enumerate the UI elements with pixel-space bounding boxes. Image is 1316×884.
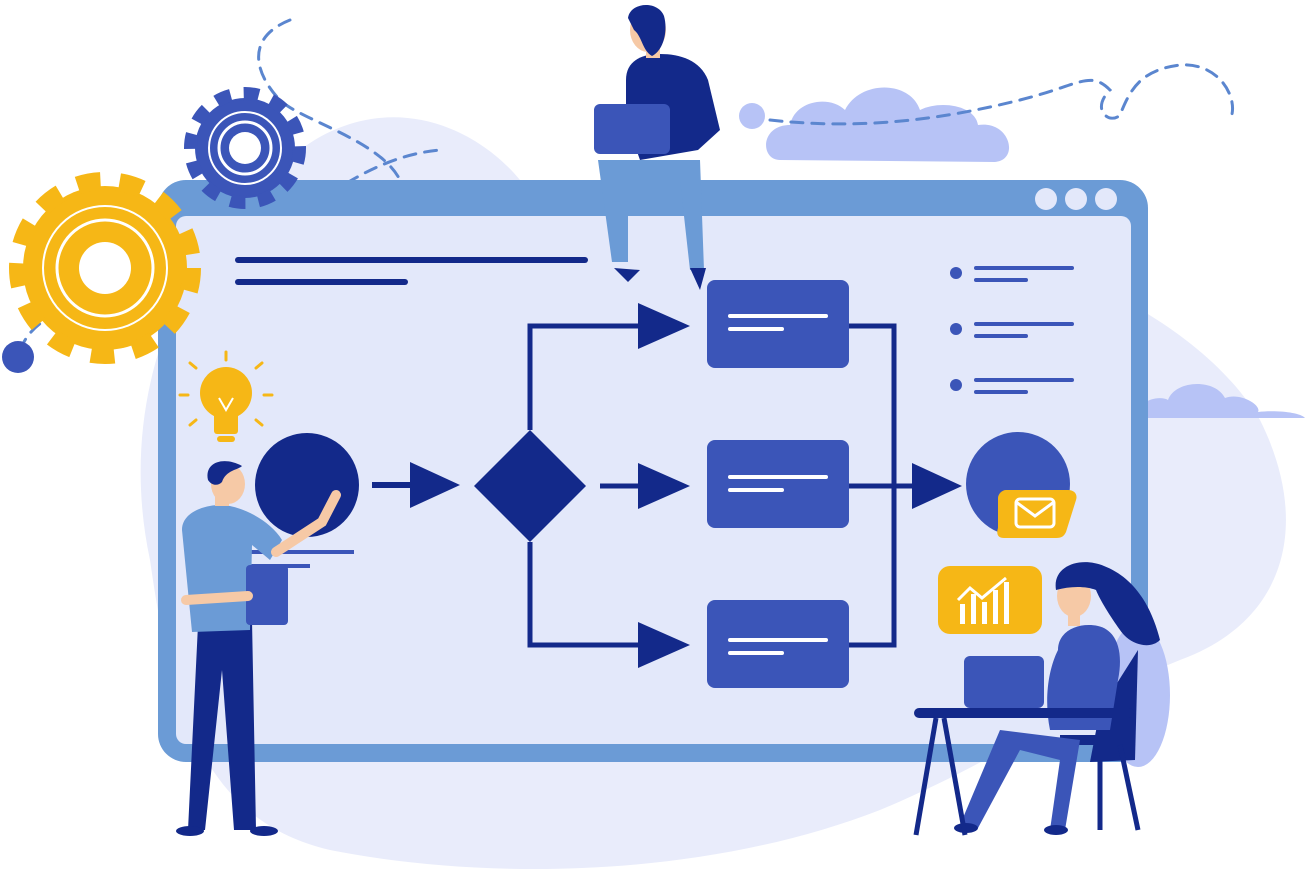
flowchart [238,280,1070,688]
connector-dot [2,341,34,373]
bullet-list [950,266,1074,394]
process-node-box [707,280,849,368]
flow-arrow [638,622,690,668]
flow-arrow [638,303,690,349]
start-node-circle [255,433,359,537]
branch-lines [527,323,640,648]
cloud-icon [739,87,1010,162]
woman-at-desk [913,562,1170,836]
cloud-icon [1139,383,1305,418]
merge-lines [849,323,920,648]
gear-icon [184,87,306,209]
flow-arrow [638,463,690,509]
header-text-lines [235,257,588,285]
flow-arrow [912,463,962,509]
lightbulb-icon [178,350,274,442]
man-presenting [176,461,341,836]
decision-node-diamond [474,430,586,542]
chart-icon [938,566,1042,634]
mail-icon [997,490,1077,538]
window-control-dot [1095,188,1117,210]
process-node-box [707,600,849,688]
window-control-dot [1035,188,1057,210]
window-control-dot [1065,188,1087,210]
gear-icon [9,172,201,364]
process-node-box [707,440,849,528]
man-with-laptop [594,4,720,290]
flow-arrow [372,462,460,508]
